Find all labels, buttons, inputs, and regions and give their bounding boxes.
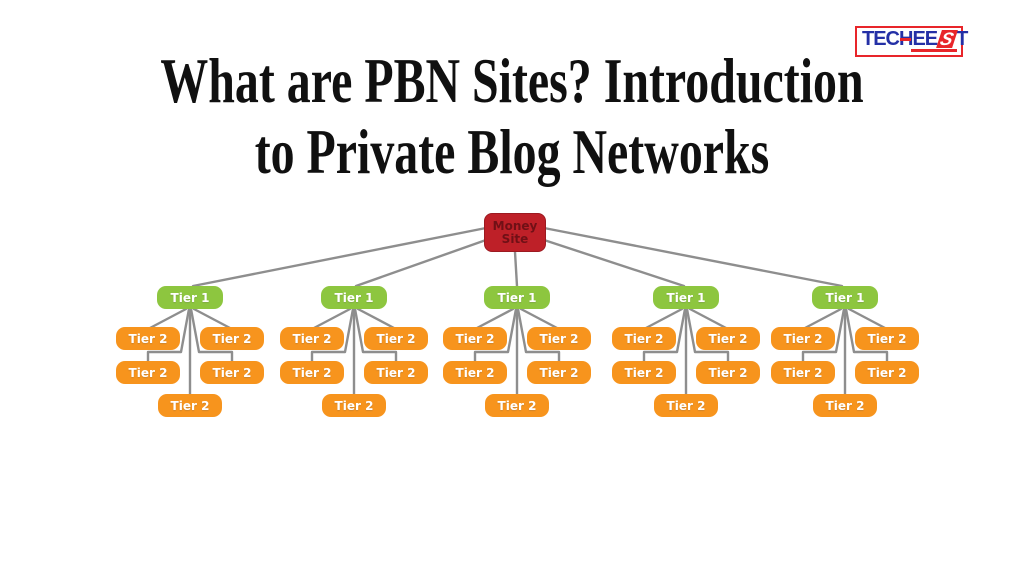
- connector: [519, 307, 559, 330]
- tier2-node: Tier 2: [443, 361, 507, 384]
- tier2-node: Tier 2: [612, 361, 676, 384]
- tier1-label: Tier 1: [497, 290, 537, 305]
- page-title: What are PBN Sites? Introduction to Priv…: [123, 46, 901, 188]
- tier2-node: Tier 2: [158, 394, 222, 417]
- tier2-label: Tier 2: [867, 365, 907, 380]
- connector: [356, 307, 396, 330]
- tier2-label: Tier 2: [783, 331, 823, 346]
- tier2-label: Tier 2: [334, 398, 374, 413]
- logo-letter-h: H: [899, 28, 913, 50]
- tier1-node: Tier 1: [484, 286, 550, 309]
- tier2-node: Tier 2: [771, 327, 835, 350]
- tier1-label: Tier 1: [170, 290, 210, 305]
- connector: [688, 307, 728, 330]
- tier2-label: Tier 2: [455, 331, 495, 346]
- tier2-label: Tier 2: [170, 398, 210, 413]
- tier2-node: Tier 2: [280, 361, 344, 384]
- tier2-node: Tier 2: [116, 327, 180, 350]
- tier2-label: Tier 2: [292, 331, 332, 346]
- tier2-label: Tier 2: [376, 365, 416, 380]
- tier2-label: Tier 2: [497, 398, 537, 413]
- tier2-label: Tier 2: [783, 365, 823, 380]
- tier2-label: Tier 2: [455, 365, 495, 380]
- tier2-node: Tier 2: [280, 327, 344, 350]
- tier1-node: Tier 1: [157, 286, 223, 309]
- connector: [644, 307, 684, 330]
- tier2-node: Tier 2: [364, 327, 428, 350]
- tier2-node: Tier 2: [364, 361, 428, 384]
- tier2-node: Tier 2: [813, 394, 877, 417]
- tier2-label: Tier 2: [624, 331, 664, 346]
- tier2-node: Tier 2: [443, 327, 507, 350]
- logo-letter-t: T: [956, 28, 968, 50]
- page-title-line1: What are PBN Sites? Introduction: [160, 46, 864, 116]
- tier2-label: Tier 2: [624, 365, 664, 380]
- tier2-node: Tier 2: [855, 327, 919, 350]
- logo-letters-tec: TEC: [862, 28, 900, 50]
- tier2-node: Tier 2: [771, 361, 835, 384]
- tier2-node: Tier 2: [855, 361, 919, 384]
- tier1-node: Tier 1: [321, 286, 387, 309]
- tier2-label: Tier 2: [212, 331, 252, 346]
- tier1-node: Tier 1: [653, 286, 719, 309]
- tier2-node: Tier 2: [485, 394, 549, 417]
- tier2-label: Tier 2: [867, 331, 907, 346]
- tier2-label: Tier 2: [666, 398, 706, 413]
- tier2-node: Tier 2: [322, 394, 386, 417]
- tier2-label: Tier 2: [708, 331, 748, 346]
- connector: [192, 307, 232, 330]
- tier2-label: Tier 2: [539, 365, 579, 380]
- tier2-node: Tier 2: [696, 361, 760, 384]
- tier2-node: Tier 2: [200, 327, 264, 350]
- connector: [312, 307, 352, 330]
- logo-letters-ee: EE: [912, 28, 938, 50]
- tier2-label: Tier 2: [292, 365, 332, 380]
- connector: [148, 307, 188, 330]
- tier2-label: Tier 2: [212, 365, 252, 380]
- tier2-node: Tier 2: [654, 394, 718, 417]
- tier2-node: Tier 2: [200, 361, 264, 384]
- tier1-label: Tier 1: [334, 290, 374, 305]
- connector: [542, 238, 686, 288]
- connector: [513, 250, 519, 288]
- tier2-label: Tier 2: [539, 331, 579, 346]
- connector: [475, 307, 515, 330]
- tier2-label: Tier 2: [376, 331, 416, 346]
- tier2-node: Tier 2: [116, 361, 180, 384]
- tier2-node: Tier 2: [696, 327, 760, 350]
- tier2-label: Tier 2: [825, 398, 865, 413]
- logo-slash-s: S: [936, 29, 959, 49]
- tier2-node: Tier 2: [527, 327, 591, 350]
- tier2-node: Tier 2: [527, 361, 591, 384]
- tier1-label: Tier 1: [666, 290, 706, 305]
- money-site-label-line2: Site: [501, 231, 529, 246]
- tier1-node: Tier 1: [812, 286, 878, 309]
- tier2-node: Tier 2: [612, 327, 676, 350]
- tier2-label: Tier 2: [128, 331, 168, 346]
- tier2-label: Tier 2: [128, 365, 168, 380]
- tier1-label: Tier 1: [825, 290, 865, 305]
- tier2-label: Tier 2: [708, 365, 748, 380]
- logo-tagline-bar: [911, 49, 957, 52]
- page-title-line2: to Private Blog Networks: [254, 117, 770, 187]
- connector: [354, 238, 488, 288]
- connector: [542, 226, 844, 288]
- connector: [847, 307, 887, 330]
- connector: [191, 226, 488, 288]
- connector: [803, 307, 843, 330]
- money-site-label-line1: Money: [492, 218, 538, 233]
